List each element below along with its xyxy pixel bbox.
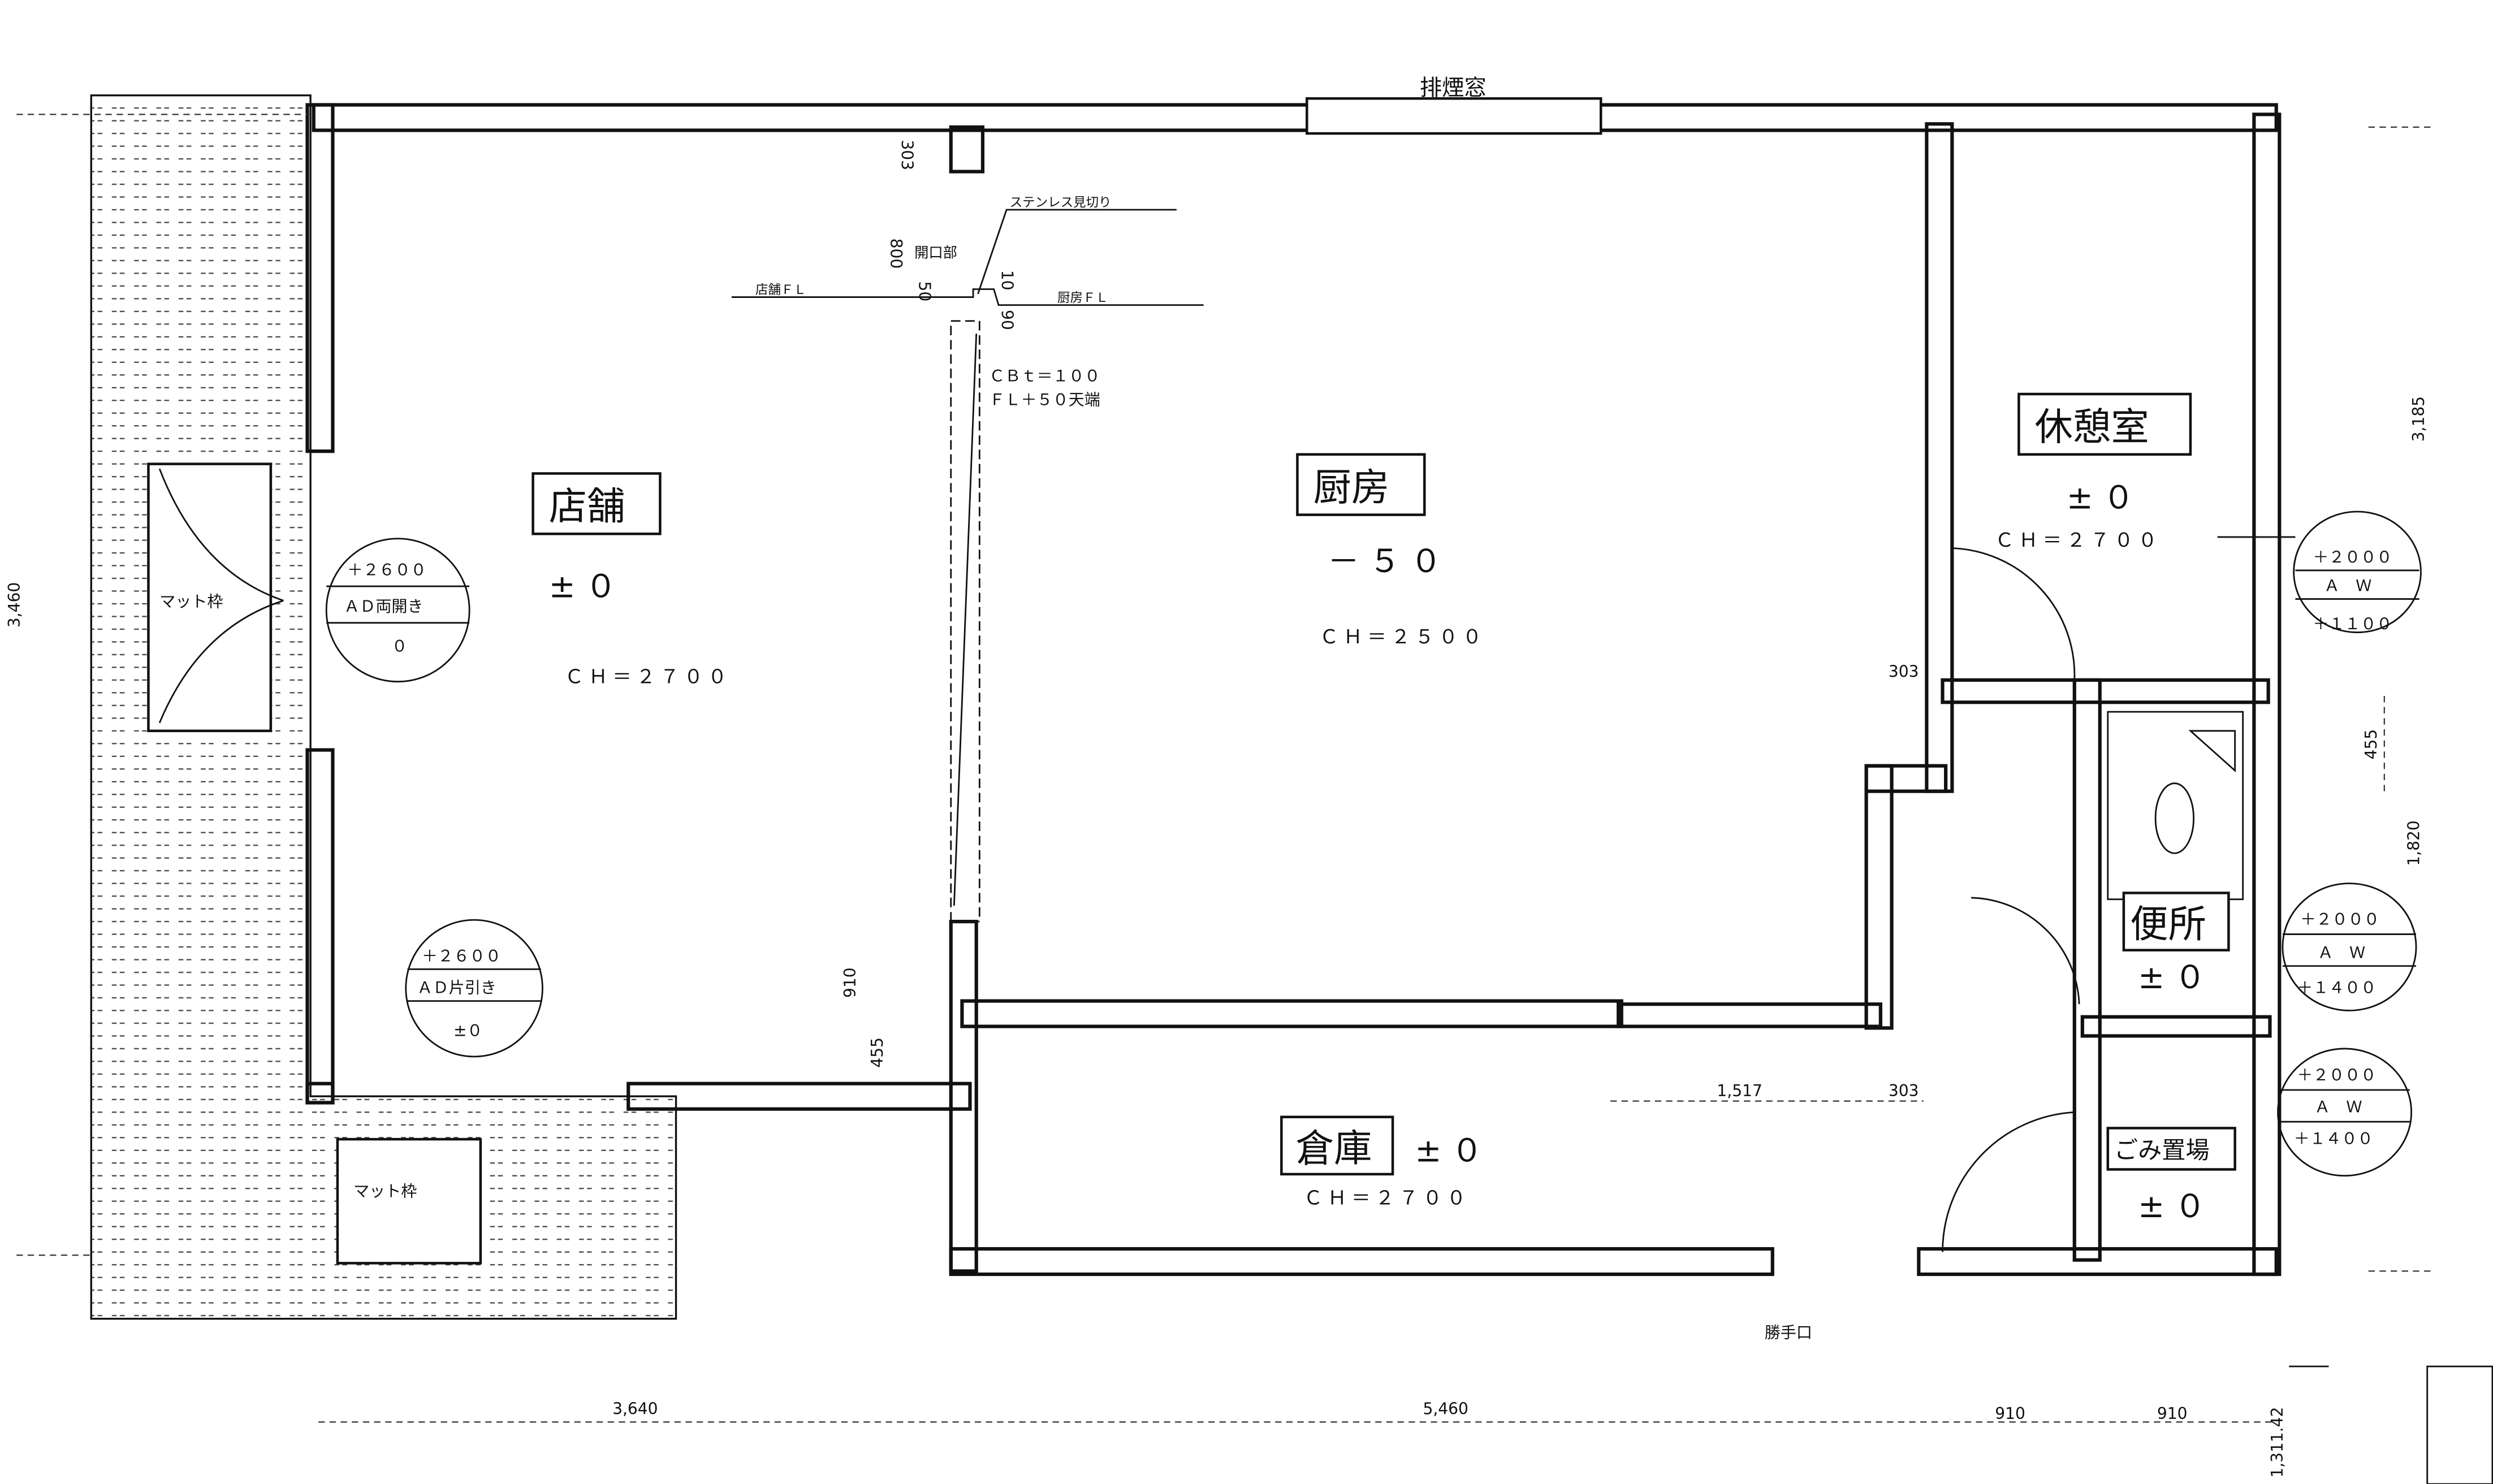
dims-b910a-text: 910 (1995, 1404, 2025, 1423)
callouts-3-bot-text: ＋１４００ (2297, 979, 2376, 997)
callout-window-break: ＋２０００ Ａ Ｗ ＋１１００ (2217, 510, 2422, 633)
smoke-window (1306, 97, 1602, 135)
dims-d910-text: 910 (841, 967, 859, 998)
ceiling-height: ＣＨ＝２５００ (1320, 626, 1487, 648)
sink-icon (2188, 730, 2236, 773)
callouts-2-mid-text: Ａ Ｗ (2324, 577, 2371, 595)
room-store: 店舗 ±０ ＣＨ＝２７００ (532, 472, 732, 688)
dims-b910b-text: 910 (2157, 1404, 2188, 1423)
dims-d303c-text: 303 (1889, 1081, 1919, 1100)
annotations: 排煙窓 勝手口 マット枠 マット枠 ステンレス見切り 開口部 店舗ＦＬ 厨房ＦＬ… (159, 75, 1812, 1342)
labels-cb2-text: ＦＬ＋５０天端 (989, 391, 1100, 409)
dims-d1820-text: 1,820 (2405, 820, 2423, 866)
callouts-3-mid-text: Ａ Ｗ (2318, 944, 2365, 962)
labels-stainless-text: ステンレス見切り (1010, 195, 1112, 210)
ceiling-height: ＣＨ＝２７００ (1304, 1187, 1471, 1209)
callouts-0-mid-text: ＡＤ両開き (344, 597, 423, 616)
room-level: ±０ (2138, 1188, 2215, 1225)
room-garbage: ごみ置場 ±０ (2106, 1127, 2236, 1225)
callouts-0-bot-text: ０ (391, 637, 407, 655)
back-door-label: 勝手口 (1765, 1323, 1812, 1342)
labels-kitchen_fl-text: 厨房ＦＬ (1057, 291, 1108, 305)
room-level: ±０ (2138, 959, 2215, 996)
mat-frame-label: マット枠 (159, 592, 223, 611)
dims-d50-text: 50 (915, 281, 934, 301)
mat-frame-bottom (336, 1137, 482, 1265)
walls (305, 97, 2282, 1277)
callout-window-toilet: ＋２０００ Ａ Ｗ ＋１４００ (2282, 882, 2417, 1011)
room-name: 休憩室 (2035, 405, 2149, 449)
room-name: 便所 (2130, 902, 2206, 946)
dims-d455b-text: 455 (2362, 729, 2380, 760)
mat-frame-label: マット枠 (353, 1182, 417, 1200)
room-break: 休憩室 ±０ ＣＨ＝２７００ (1995, 392, 2192, 551)
room-name: 店舗 (549, 484, 625, 529)
callouts-0-top-text: ＋２６００ (347, 560, 426, 579)
dims-d3185-text: 3,185 (2409, 396, 2428, 442)
dims-b3640-text: 3,640 (612, 1399, 658, 1418)
dims-d10-text: 10 (998, 270, 1017, 291)
toilet-booth (2107, 711, 2244, 901)
room-name: 厨房 (1314, 465, 1390, 509)
labels-cb1-text: ＣＢｔ＝１００ (989, 367, 1100, 386)
dims-d303b-text: 303 (1889, 662, 1919, 681)
labels-store_fl-text: 店舗ＦＬ (755, 283, 806, 297)
room-toilet: 便所 ±０ (2122, 892, 2230, 996)
dims-d3460-text: 3,460 (5, 582, 24, 628)
dims-d800-text: 800 (887, 239, 905, 269)
ceiling-height: ＣＨ＝２７００ (1995, 529, 2162, 551)
callouts-2-top-text: ＋２０００ (2313, 548, 2392, 566)
callouts-4-mid-text: Ａ Ｗ (2314, 1097, 2362, 1116)
callouts-4-bot-text: ＋１４００ (2294, 1130, 2373, 1148)
dims-d90-text: 90 (998, 310, 1017, 330)
room-level: －５０ (1328, 543, 1451, 580)
dims-d455a-text: 455 (868, 1037, 887, 1068)
doors (147, 462, 2080, 1265)
room-level: ±０ (1415, 1132, 1492, 1169)
dims-d303a-text: 303 (898, 140, 917, 170)
callouts-1-mid-text: ＡＤ片引き (417, 979, 496, 997)
room-kitchen: 厨房 －５０ ＣＨ＝２５００ (1296, 453, 1487, 648)
dims-d1517-text: 1,517 (1717, 1081, 1762, 1100)
room-name: ごみ置場 (2114, 1136, 2210, 1164)
callouts-1-top-text: ＋２６００ (422, 946, 501, 965)
room-name: 倉庫 (1296, 1126, 1372, 1170)
callout-window-garbage: ＋２０００ Ａ Ｗ ＋１４００ (2277, 1048, 2412, 1177)
dims-b5460-text: 5,460 (1423, 1399, 1468, 1418)
callouts-4-top-text: ＋２０００ (2297, 1066, 2376, 1084)
dims-b1311-text: 1,311.42 (2268, 1407, 2287, 1478)
terrace-area (90, 94, 677, 1320)
callouts-3-top-text: ＋２０００ (2300, 910, 2379, 929)
room-level: ±０ (549, 569, 627, 605)
ceiling-height: ＣＨ＝２７００ (565, 666, 732, 688)
callouts-2-bot-text: ＋１１００ (2313, 615, 2392, 633)
labels-opening-text: 開口部 (914, 244, 957, 261)
room-storage: 倉庫 ±０ ＣＨ＝２７００ (1280, 1115, 1492, 1209)
toilet-icon (2154, 782, 2194, 854)
mat-frame-left (147, 462, 273, 733)
callouts-1-bot-text: ±０ (453, 1021, 483, 1040)
smoke-window-label: 排煙窓 (1420, 75, 1487, 101)
room-level: ±０ (2067, 479, 2144, 516)
dimensions: 303 800 50 10 90 303 910 455 455 1,517 3… (5, 114, 2493, 1484)
